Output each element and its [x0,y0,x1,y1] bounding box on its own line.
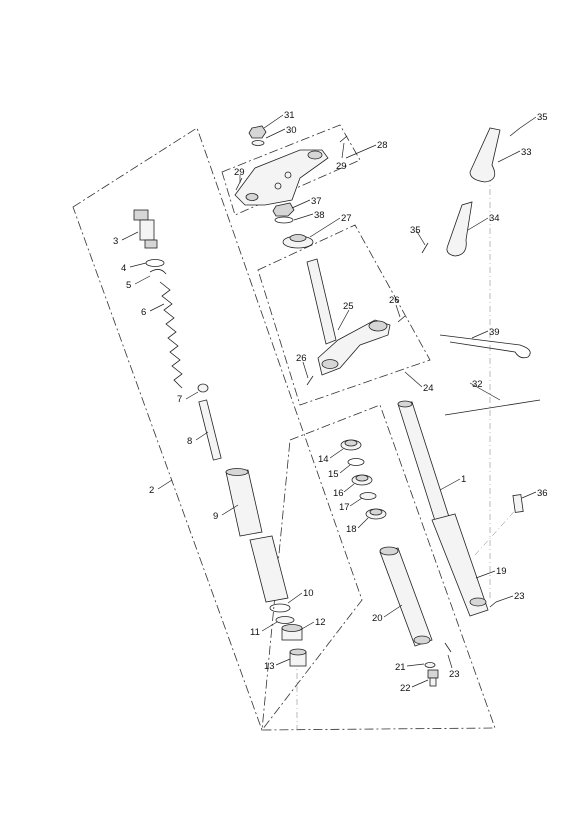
bush-18-part [365,508,387,520]
callout-12: 12 [315,617,326,628]
screw-23a-part [489,601,497,608]
top-yoke-part [234,149,329,206]
callout-35b: 35 [410,225,421,236]
cable-clip-39-part [439,334,531,359]
rod-32-part [444,399,541,416]
dust-seal-14-part [340,439,362,451]
o-ring-38-part [274,216,294,224]
callout-4: 4 [121,263,126,274]
steering-stem-part [306,258,391,376]
bolt-35b-part [421,242,429,254]
bolt-26a-part [397,315,406,323]
centerline-reflector [474,504,521,556]
callout-3: 3 [113,236,118,247]
callout-26a: 26 [389,295,400,306]
callout-33: 33 [521,147,532,158]
group-outline-top-yoke [221,124,361,216]
washer-21-part [424,662,436,668]
spacer-7-part [197,383,209,393]
callout-17: 17 [339,502,350,513]
reflector-36-part [512,494,524,513]
callout-36: 36 [537,488,548,499]
callout-25: 25 [343,301,354,312]
damper-rod-part [198,399,222,461]
callout-13: 13 [264,661,275,672]
callout-31: 31 [284,110,295,121]
callout-29a: 29 [234,167,245,178]
callout-18: 18 [346,524,357,535]
circlip-5-part [149,269,167,275]
top-cap-part [133,209,158,249]
fork-tube-part [397,400,489,617]
callout-20: 20 [372,613,383,624]
callout-16: 16 [333,488,344,499]
bolt-29a-part [235,177,243,191]
callout-9: 9 [213,511,218,522]
bearing-27-part [282,234,314,249]
callout-23b: 23 [449,669,460,680]
callout-14: 14 [318,454,329,465]
top-nut-part [248,125,267,146]
callout-19: 19 [496,566,507,577]
bolt-35a-part [509,127,521,137]
bolt-29b-part [339,135,348,143]
callout-35a: 35 [537,112,548,123]
leader-lines [121,114,537,688]
washer-17-part [359,492,377,500]
callout-39: 39 [489,327,500,338]
callout-15: 15 [328,469,339,480]
fork-spring-part [159,281,183,389]
steering-nut-part [272,202,295,217]
callout-24: 24 [423,383,434,394]
bracket-34-part [446,201,473,257]
callout-8: 8 [187,436,192,447]
group-outline-lower-leg [261,404,496,731]
callout-7: 7 [177,394,182,405]
callout-21: 21 [395,662,406,673]
callout-32: 32 [472,379,483,390]
callout-28: 28 [377,140,388,151]
callout-27: 27 [341,213,352,224]
bolt-26b-part [306,375,314,386]
callout-5: 5 [126,280,131,291]
o-ring-10-part [269,603,291,613]
callout-34: 34 [489,213,500,224]
bush-12-part [281,624,303,641]
inner-tube-part [225,468,289,603]
callout-29b: 29 [336,161,347,172]
bolt-22-part [427,669,439,687]
callout-38: 38 [314,210,325,221]
group-outline-fork-internals [72,127,363,731]
callout-10: 10 [303,588,314,599]
ring-4-part [145,259,165,267]
callout-26b: 26 [296,353,307,364]
callout-2: 2 [149,485,154,496]
screw-23b-part [444,642,452,653]
callout-30: 30 [286,125,297,136]
slider-20-part [379,546,433,647]
oil-seal-16-part [351,474,373,486]
callout-11: 11 [250,627,260,638]
washer-11-part [275,616,295,624]
callout-23a: 23 [514,591,525,602]
bracket-33-part [469,127,501,183]
callout-22: 22 [400,683,411,694]
callout-6: 6 [141,307,146,318]
group-outline-bottom-yoke [257,224,431,406]
callout-1: 1 [461,474,466,485]
bush-13-part [289,648,307,667]
clip-15-part [347,458,365,466]
callout-37: 37 [311,196,322,207]
